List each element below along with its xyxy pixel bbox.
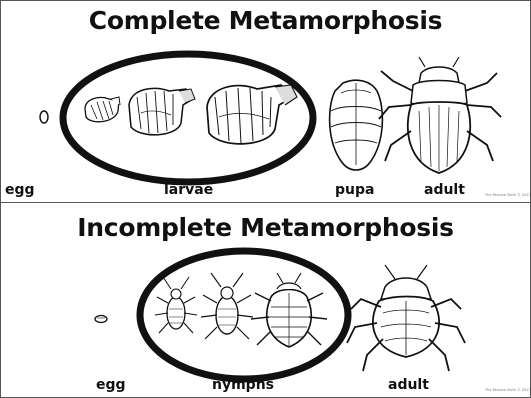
complete-metamorphosis-panel: Complete Metamorphosis [0, 0, 531, 203]
egg-label: egg [5, 182, 35, 198]
credit-text: The Pensive Sloth © 2013 [485, 193, 531, 197]
complete-metamorphosis-illustration [1, 1, 530, 202]
credit-text: The Pensive Sloth © 2013 [485, 388, 531, 392]
larva-drawing-small [85, 97, 120, 122]
adult-label: adult [388, 377, 429, 393]
nymph-drawing-medium [201, 273, 253, 339]
egg-label: egg [96, 377, 126, 393]
egg-drawing [95, 316, 107, 323]
nymph-drawing-large [251, 273, 327, 347]
larvae-label: larvae [164, 182, 213, 198]
larva-drawing-large [207, 85, 297, 144]
egg-drawing [40, 111, 48, 123]
incomplete-metamorphosis-panel: Incomplete Metamorphosis [0, 202, 531, 398]
adult-label: adult [424, 182, 465, 198]
incomplete-metamorphosis-illustration [1, 203, 530, 397]
pupa-drawing [330, 80, 383, 170]
nymph-drawing-small [155, 277, 197, 333]
larva-drawing-medium [129, 88, 195, 135]
pupa-label: pupa [335, 182, 374, 198]
adult-beetle-drawing [379, 57, 501, 173]
adult-bug-drawing [347, 265, 465, 371]
nymphs-label: nymphs [212, 377, 274, 393]
